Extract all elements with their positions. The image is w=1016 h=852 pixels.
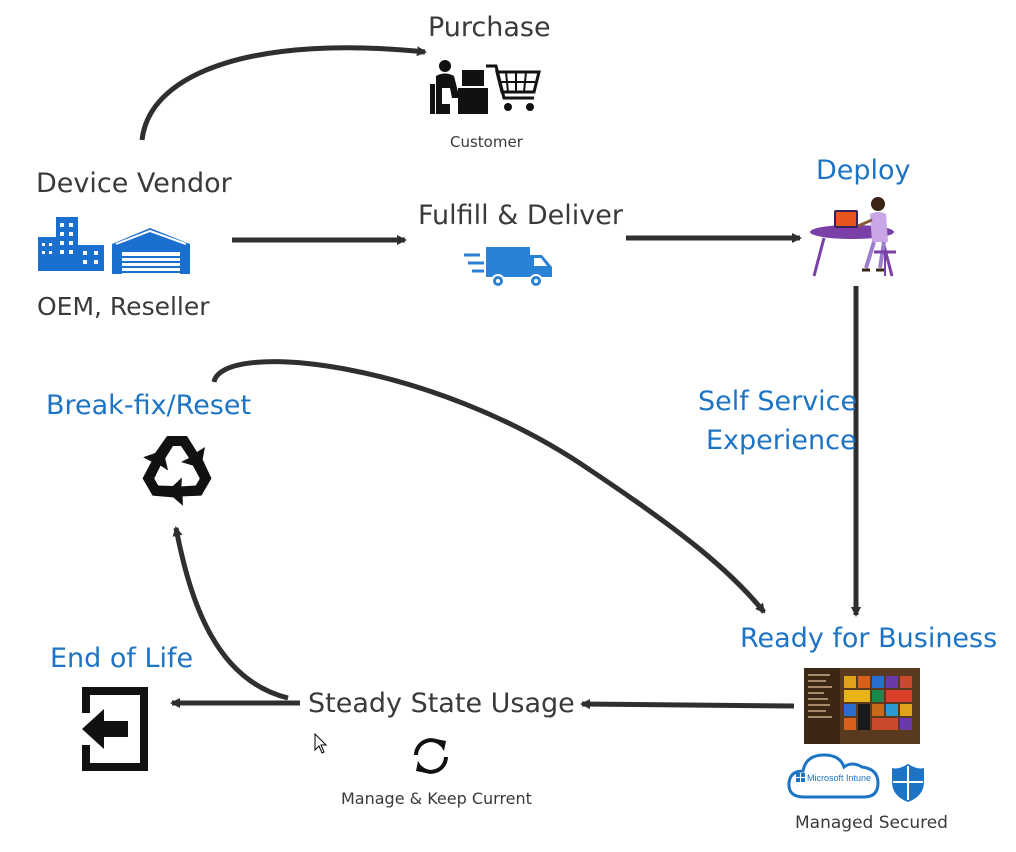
self-service-line1: Self Service	[698, 386, 858, 417]
vendor-title: Device Vendor	[36, 168, 232, 199]
steady-title: Steady State Usage	[308, 688, 575, 719]
deploy-title: Deploy	[816, 155, 911, 186]
vendor-subtitle: OEM, Reseller	[37, 292, 210, 321]
ready-title: Ready for Business	[740, 623, 998, 654]
purchase-subtitle: Customer	[450, 133, 523, 151]
delivery-truck-icon	[464, 247, 552, 288]
arrow-steady-to-breakfix	[172, 526, 289, 701]
arrow-breakfix-to-ready	[211, 359, 766, 614]
defender-shield-icon	[892, 764, 924, 802]
purchase-title: Purchase	[428, 12, 551, 43]
buildings-icon	[38, 217, 104, 271]
desk-worker-icon	[430, 60, 488, 114]
start-menu-screenshot	[804, 668, 920, 744]
steady-subtitle: Manage & Keep Current	[341, 789, 532, 808]
mouse-cursor-icon	[314, 733, 328, 754]
arrow-ready-to-steady	[580, 699, 795, 710]
intune-label: Microsoft Intune	[807, 773, 871, 783]
recycle-icon	[142, 436, 212, 506]
intune-cloud-icon: Microsoft Intune	[787, 753, 880, 799]
end-of-life-title: End of Life	[50, 643, 194, 674]
remote-worker-icon	[810, 197, 896, 277]
shopping-cart-icon	[486, 64, 541, 111]
fulfill-title: Fulfill & Deliver	[418, 200, 623, 231]
self-service-line2: Experience	[706, 425, 857, 456]
ready-subtitle: Managed Secured	[795, 813, 948, 833]
arrow-vendor-to-purchase	[139, 45, 427, 141]
warehouse-icon	[112, 228, 190, 274]
refresh-icon	[414, 738, 448, 774]
exit-door-icon	[82, 687, 148, 771]
break-fix-title: Break-fix/Reset	[46, 390, 252, 421]
